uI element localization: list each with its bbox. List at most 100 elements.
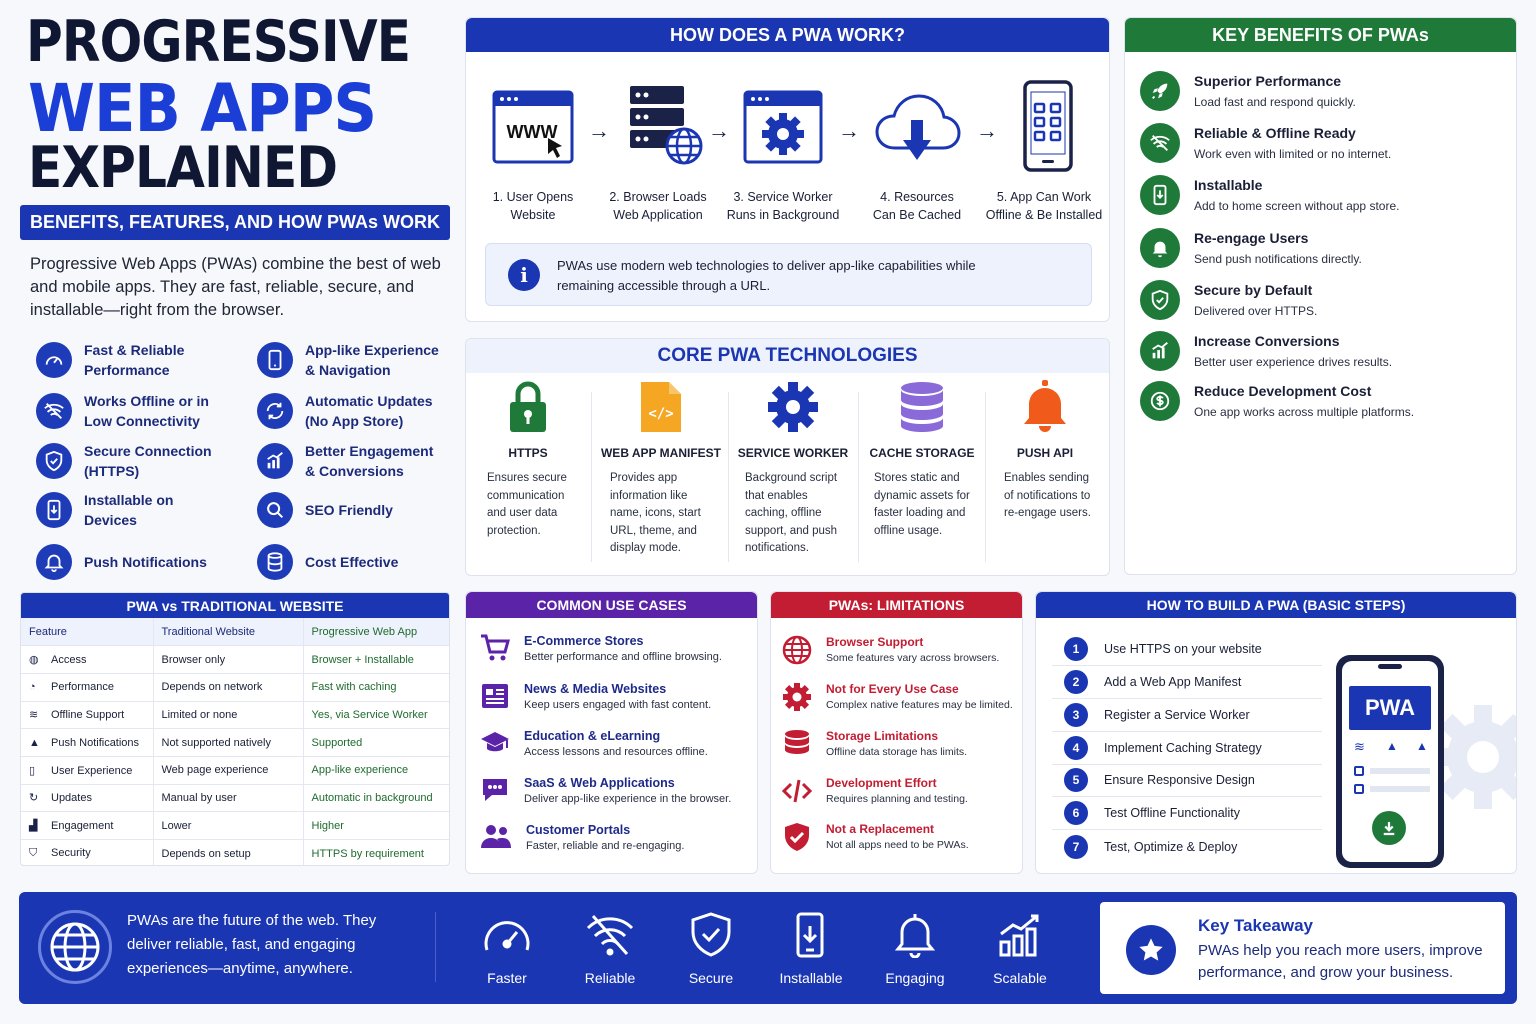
limitation-desc: Offline data storage has limits. xyxy=(826,746,968,758)
footer-icon-label: Secure xyxy=(688,970,734,986)
divider xyxy=(435,912,436,982)
use-case-title: Education & eLearning xyxy=(524,729,661,743)
feature-label: (No App Store) xyxy=(305,413,404,429)
tech-desc: Provides app information like name, icon… xyxy=(610,472,701,554)
use-case-desc: Better performance and offline browsing. xyxy=(524,651,722,663)
build-step-text: Use HTTPS on your website xyxy=(1104,642,1262,656)
footer-icon-label: Scalable xyxy=(993,970,1047,986)
refresh-icon: ↻ xyxy=(29,792,39,805)
www-text: WWW xyxy=(507,122,558,142)
cell-text: Access xyxy=(51,654,87,667)
speedometer-icon xyxy=(484,921,530,951)
limitation-title: Storage Limitations xyxy=(826,729,939,743)
bell-icon xyxy=(1024,380,1066,432)
panel-header: HOW DOES A PWA WORK? xyxy=(466,18,1109,52)
chart-icon xyxy=(1140,331,1180,371)
feature-cell: ◍Access xyxy=(21,645,153,674)
info-icon: i xyxy=(508,259,540,291)
feature-label: & Navigation xyxy=(305,362,391,378)
benefit-desc: Delivered over HTTPS. xyxy=(1194,304,1318,318)
table-cell: Automatic in background xyxy=(302,784,449,813)
database-icon xyxy=(785,730,809,754)
panel-header: PWA vs TRADITIONAL WEBSITE xyxy=(21,593,449,618)
feature-cell: ≋Offline Support xyxy=(21,701,153,730)
chart-icon: ▟ xyxy=(29,820,38,833)
feature-label: Fast & Reliable xyxy=(84,342,185,358)
feature-list-right: App-like Experience& Navigation Automati… xyxy=(257,340,457,582)
cell-text: Security xyxy=(51,847,91,860)
lock-icon xyxy=(510,381,546,432)
divider xyxy=(591,392,592,562)
takeaway-title: Key Takeaway xyxy=(1198,916,1313,935)
mobile-app-icon xyxy=(1023,80,1073,172)
bell-icon: ▲ xyxy=(29,736,40,749)
benefit-title: Re-engage Users xyxy=(1194,230,1309,246)
panel-header: KEY BENEFITS OF PWAs xyxy=(1125,18,1516,52)
step-line: Website xyxy=(510,208,556,222)
footer-item-scalable: Scalable xyxy=(980,912,1060,986)
step-number: 3 xyxy=(1064,703,1088,727)
panel-header: PWAs: LIMITATIONS xyxy=(771,592,1022,618)
footer-text: PWAs are the future of the web. They del… xyxy=(127,912,377,977)
footer-icon-label: Faster xyxy=(487,970,527,986)
step-line: 5. App Can Work xyxy=(996,190,1092,204)
cloud-download-icon xyxy=(875,94,961,160)
chart-icon xyxy=(257,443,293,479)
shield-icon xyxy=(36,443,72,479)
feature-label: & Conversions xyxy=(305,463,404,479)
feature-label: Devices xyxy=(84,512,137,528)
cost-icon xyxy=(1140,381,1180,421)
benefit-desc: Send push notifications directly. xyxy=(1194,252,1362,266)
pwa-label: PWA xyxy=(1349,686,1431,730)
footer-icon-label: Engaging xyxy=(885,970,945,986)
table-cell: Depends on network xyxy=(152,673,303,702)
step-number: 2 xyxy=(1064,670,1088,694)
database-icon xyxy=(901,382,943,432)
speedometer-icon xyxy=(36,342,72,378)
build-step-text: Ensure Responsive Design xyxy=(1104,773,1255,787)
info-box: i PWAs use modern web technologies to de… xyxy=(485,243,1092,306)
feature-label: Performance xyxy=(84,362,170,378)
tech-name: HTTPS xyxy=(508,446,548,460)
arrow-right-icon: → xyxy=(976,118,998,143)
code-icon xyxy=(782,779,812,803)
table-cell: Browser only xyxy=(152,645,303,674)
feature-cell: ▟Engagement xyxy=(21,811,153,840)
feature-cell: ▲Push Notifications xyxy=(21,728,153,757)
phone-notch xyxy=(1378,664,1402,669)
comparison-table: Feature Traditional Website Progressive … xyxy=(21,618,449,865)
limitation-desc: Some features vary across browsers. xyxy=(826,652,1000,664)
table-cell: Fast with caching xyxy=(302,673,449,702)
arrow-right-icon: → xyxy=(838,118,860,143)
table-cell: Yes, via Service Worker xyxy=(302,701,449,730)
cell-text: User Experience xyxy=(51,764,133,777)
users-icon xyxy=(481,825,511,848)
step-number: 7 xyxy=(1064,834,1088,859)
wifi-off-icon xyxy=(586,914,634,956)
install-icon xyxy=(36,492,72,528)
footer-item-reliable: Reliable xyxy=(570,912,650,986)
limitation-desc: Complex native features may be limited. xyxy=(826,699,1013,711)
title-line-1: PROGRESSIVE xyxy=(26,9,411,75)
feature-label: Better Engagement xyxy=(305,443,434,459)
